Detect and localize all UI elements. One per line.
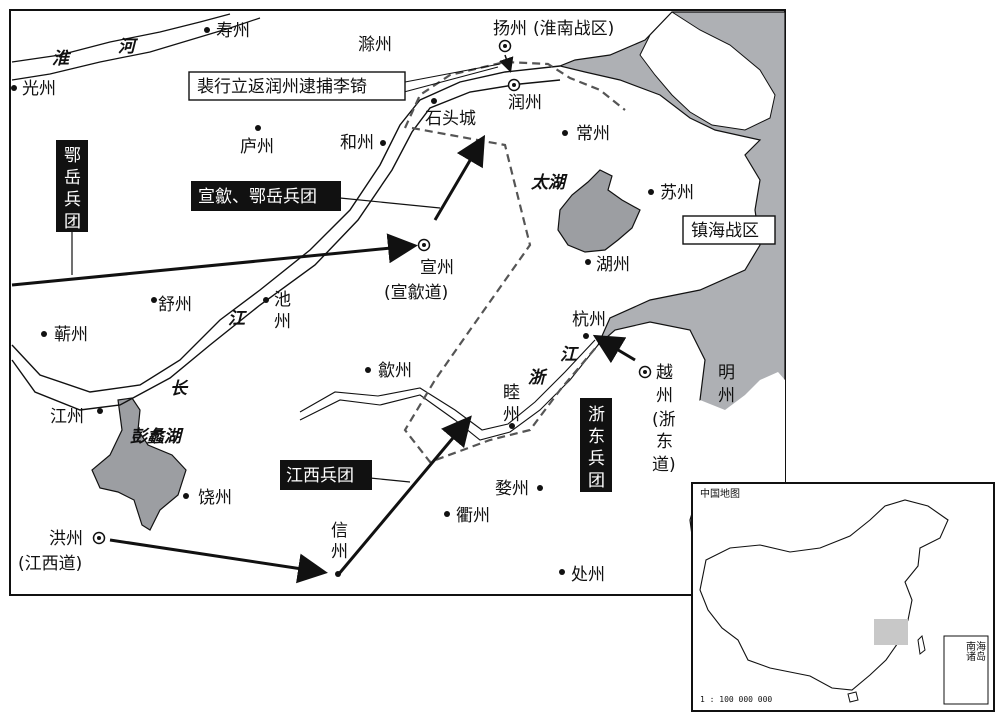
label-shezhou: 歙州 — [378, 360, 412, 381]
zhenhai-boundary — [403, 60, 626, 129]
label-pengli: 彭蠡湖 — [130, 427, 184, 447]
label-taihu: 太湖 — [530, 173, 568, 193]
label-chi: 池 — [274, 290, 291, 310]
svg-text:东: 东 — [588, 427, 605, 447]
upper-coast-land — [639, 11, 776, 131]
label-zhedong-dao-2: 东 — [656, 432, 673, 452]
label-river-jiang: 江 — [228, 309, 247, 329]
svg-text:浙: 浙 — [588, 405, 605, 425]
label-mingzhou-zhou: 州 — [718, 386, 735, 406]
label-runzhou: 润州 — [508, 93, 542, 113]
label-jiangxi-dao: (江西道) — [18, 554, 82, 574]
label-luzhou: 庐州 — [240, 137, 274, 157]
label-shouzhou: 寿州 — [216, 21, 250, 41]
yangtze-river — [11, 65, 561, 411]
xuanshe-leader — [339, 197, 441, 209]
south-sea-box-label-2: 诸岛 — [966, 650, 986, 663]
label-changzhou: 常州 — [576, 124, 610, 144]
svg-text:团: 团 — [64, 212, 81, 232]
svg-text:鄂: 鄂 — [64, 146, 81, 166]
svg-text:江西兵团: 江西兵团 — [286, 466, 354, 486]
hainan-island — [847, 691, 859, 703]
zhenhai-box: 镇海战区 — [682, 215, 776, 245]
label-qizhou: 蕲州 — [54, 325, 88, 345]
label-chuzhou: 滁州 — [358, 35, 392, 55]
inset-scale: 1 : 100 000 000 — [700, 695, 772, 704]
label-hongzhou: 洪州 — [49, 529, 83, 549]
eyue-arrow — [11, 233, 418, 287]
label-xuanzhou: 宣州 — [420, 258, 454, 278]
campaign-boundary — [403, 126, 599, 464]
svg-text:裴行立返润州逮捕李锜: 裴行立返润州逮捕李锜 — [197, 77, 367, 97]
label-suzhou: 苏州 — [660, 183, 694, 203]
jiangxi-arrow — [109, 538, 328, 584]
label-quzhou: 衢州 — [456, 505, 490, 526]
svg-text:宣歙、鄂岳兵团: 宣歙、鄂岳兵团 — [198, 186, 317, 207]
label-yuezhou-zhou: 州 — [656, 386, 673, 406]
jiangxi-leader — [369, 477, 411, 483]
runzhou-pointer — [499, 54, 514, 73]
pei-pointer — [403, 63, 501, 93]
label-wuzhou: 婺州 — [495, 479, 529, 499]
huai-river — [11, 13, 261, 81]
city-points — [11, 27, 654, 577]
label-river-huai: 淮 — [52, 49, 72, 69]
label-jiangzhou: 江州 — [50, 407, 84, 427]
zhedong-vertical-box: 浙 东 兵 团 — [580, 398, 612, 492]
taihu-lake — [557, 169, 641, 253]
label-shuzhou: 舒州 — [158, 295, 192, 315]
china-inset: 中国地图 南海 诸岛 1 : 100 000 000 — [691, 482, 995, 712]
label-zhedong-dao-1: (浙 — [652, 410, 676, 430]
label-river-chang: 长 — [170, 379, 189, 399]
label-ming: 明 — [718, 363, 735, 383]
label-guangzhou: 光州 — [22, 79, 56, 99]
label-huzhou: 湖州 — [596, 255, 630, 275]
label-xuanshe-dao: (宣歙道) — [384, 282, 448, 303]
study-area-highlight — [874, 619, 908, 645]
label-muzhou-zhou: 州 — [503, 405, 520, 425]
label-huainan-zone: (淮南战区) — [533, 19, 614, 39]
inset-title: 中国地图 — [700, 487, 740, 500]
label-xinzhou-zhou: 州 — [331, 542, 348, 562]
label-river-jiang2: 江 — [560, 345, 579, 365]
label-shitoucheng: 石头城 — [425, 109, 476, 129]
jiangxi-army-box: 江西兵团 — [280, 460, 372, 490]
label-hangzhou: 杭州 — [572, 310, 606, 330]
label-chizhou-zhou: 州 — [274, 312, 291, 332]
label-hezhou: 和州 — [340, 133, 374, 153]
pei-xingli-box: 裴行立返润州逮捕李锜 — [188, 71, 406, 101]
xuanshe-eyue-box: 宣歙、鄂岳兵团 — [191, 181, 341, 211]
svg-text:团: 团 — [588, 471, 605, 491]
label-mu: 睦 — [503, 383, 520, 403]
svg-text:兵: 兵 — [588, 449, 605, 469]
eyue-vertical-box: 鄂 岳 兵 团 — [56, 140, 88, 232]
label-yue: 越 — [656, 363, 673, 383]
xuanshe-arrow — [433, 134, 486, 221]
south-sea-islands-box — [943, 635, 989, 705]
label-zhedong-dao-3: 道) — [652, 455, 676, 475]
main-map: 寿州 滁州 扬州 (淮南战区) 光州 润州 石头城 庐州 和州 常州 苏州 宣州… — [9, 9, 786, 596]
capital-points — [92, 39, 652, 545]
label-raozhou: 饶州 — [198, 488, 232, 508]
zhedong-arrow — [592, 334, 636, 364]
svg-text:兵: 兵 — [64, 190, 81, 210]
label-xin: 信 — [331, 521, 348, 541]
label-river-zhe: 浙 — [528, 368, 548, 388]
label-river-he: 河 — [118, 37, 139, 57]
label-chuzhou2: 处州 — [571, 565, 605, 585]
pengli-lake — [91, 397, 187, 531]
svg-text:岳: 岳 — [64, 168, 81, 188]
taiwan-island — [917, 634, 926, 655]
svg-text:镇海战区: 镇海战区 — [691, 221, 759, 241]
south-sea-box-label-1: 南海 — [966, 640, 986, 653]
xinzhou-arrow — [336, 415, 472, 576]
label-yangzhou: 扬州 — [493, 19, 527, 39]
